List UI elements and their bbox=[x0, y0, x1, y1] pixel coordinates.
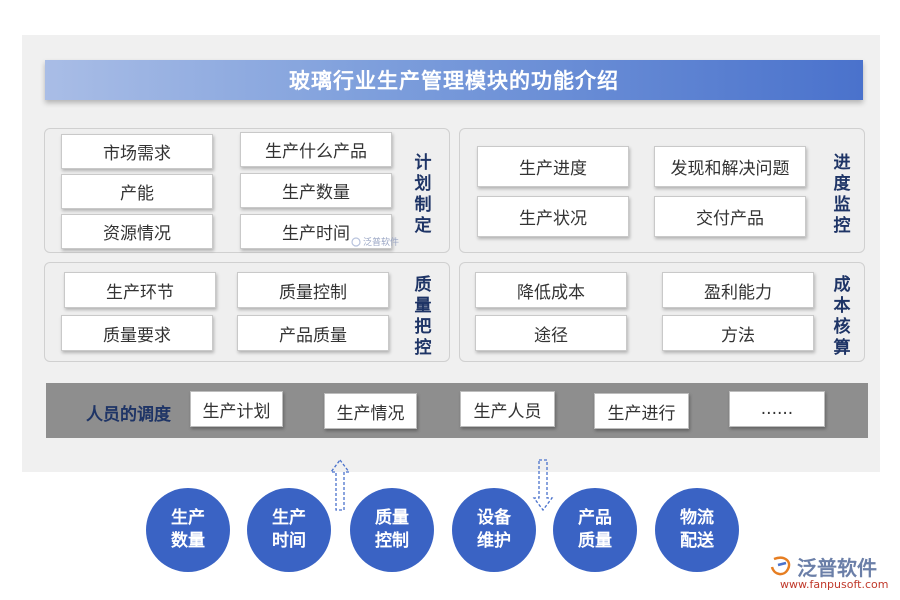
people-item: 生产进行 bbox=[594, 393, 689, 429]
progress-label: 进度监控 bbox=[833, 153, 851, 236]
circle-line: 设备 bbox=[477, 508, 511, 528]
circle-quality-control: 质量 控制 bbox=[350, 488, 434, 572]
plan-item: 产能 bbox=[61, 174, 213, 209]
circle-logistics: 物流 配送 bbox=[655, 488, 739, 572]
people-item: 生产人员 bbox=[460, 391, 555, 427]
circle-production-quantity: 生产 数量 bbox=[146, 488, 230, 572]
diagram-title: 玻璃行业生产管理模块的功能介绍 bbox=[45, 60, 863, 100]
circle-line: 生产 bbox=[171, 508, 205, 528]
circle-line: 维护 bbox=[477, 531, 511, 551]
people-item: 生产情况 bbox=[324, 393, 417, 429]
plan-item: 生产什么产品 bbox=[240, 132, 392, 167]
arrow-up-icon bbox=[329, 458, 351, 511]
plan-item: 生产时间 bbox=[240, 214, 392, 249]
logo-url: www.fanpusoft.com bbox=[780, 578, 889, 591]
cost-item: 途径 bbox=[475, 315, 627, 351]
people-item: ...... bbox=[729, 391, 825, 427]
people-label: 人员的调度 bbox=[86, 405, 171, 425]
people-item: 生产计划 bbox=[190, 391, 283, 427]
progress-item: 交付产品 bbox=[654, 196, 806, 237]
quality-item: 生产环节 bbox=[64, 272, 216, 308]
circle-line: 数量 bbox=[171, 531, 205, 551]
cost-item: 降低成本 bbox=[475, 272, 627, 308]
circle-line: 控制 bbox=[375, 531, 409, 551]
circle-line: 质量 bbox=[375, 508, 409, 528]
plan-label: 计划制定 bbox=[414, 153, 432, 236]
circle-line: 配送 bbox=[680, 531, 714, 551]
cost-item: 方法 bbox=[662, 315, 814, 351]
watermark-small-text: 泛普软件 bbox=[363, 238, 400, 248]
arrow-down-icon bbox=[532, 459, 554, 512]
cost-label: 成本核算 bbox=[833, 275, 851, 358]
circle-line: 生产 bbox=[272, 508, 306, 528]
circle-product-quality: 产品 质量 bbox=[553, 488, 637, 572]
progress-item: 生产进度 bbox=[477, 146, 629, 187]
logo-icon bbox=[770, 556, 791, 575]
plan-item: 资源情况 bbox=[61, 214, 213, 249]
quality-label: 质量把控 bbox=[414, 275, 432, 358]
circle-line: 产品 bbox=[578, 508, 612, 528]
progress-item: 发现和解决问题 bbox=[654, 146, 806, 187]
circle-production-time: 生产 时间 bbox=[247, 488, 331, 572]
brand-logo: 泛普软件 bbox=[770, 552, 877, 581]
quality-item: 产品质量 bbox=[237, 315, 389, 351]
circle-line: 时间 bbox=[272, 531, 306, 551]
circle-line: 质量 bbox=[578, 531, 612, 551]
cost-item: 盈利能力 bbox=[662, 272, 814, 308]
logo-text: 泛普软件 bbox=[797, 556, 877, 580]
quality-item: 质量控制 bbox=[237, 272, 389, 308]
plan-item: 市场需求 bbox=[61, 134, 213, 169]
plan-item: 生产数量 bbox=[240, 173, 392, 208]
quality-item: 质量要求 bbox=[61, 315, 213, 351]
watermark-small: 泛普软件 bbox=[351, 235, 399, 248]
circle-line: 物流 bbox=[680, 508, 714, 528]
progress-item: 生产状况 bbox=[477, 196, 629, 237]
circle-equipment-maintenance: 设备 维护 bbox=[452, 488, 536, 572]
watermark-logo-icon bbox=[351, 236, 361, 247]
